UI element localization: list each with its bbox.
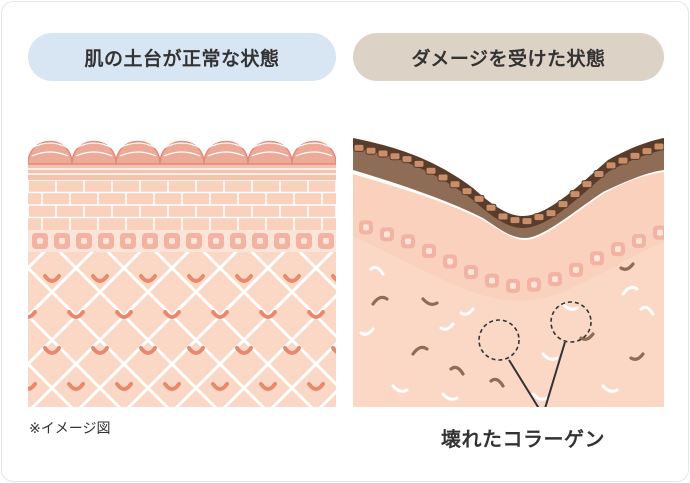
collagen-fiber-icon — [391, 384, 409, 393]
damaged-state-label: ダメージを受けた状態 — [353, 33, 664, 81]
collagen-fiber-icon — [139, 274, 157, 283]
broken-collagen-label: 壊れたコラーゲン — [441, 427, 605, 451]
collagen-fiber-icon — [421, 297, 439, 306]
horny-cell — [653, 142, 664, 151]
collagen-fiber-icon — [283, 274, 301, 283]
collagen-fiber-icon — [211, 382, 229, 391]
collagen-fiber-icon — [235, 346, 253, 355]
collagen-fiber-icon — [43, 346, 61, 355]
horny-cell — [28, 140, 73, 165]
collagen-fiber-icon — [629, 352, 645, 361]
horny-cell — [401, 155, 413, 164]
collagen-fiber-icon — [91, 274, 109, 283]
horny-cell — [449, 180, 461, 189]
collagen-fiber-icon — [579, 332, 595, 341]
horny-cell — [605, 161, 617, 170]
damaged-skin-illustration — [353, 124, 664, 407]
callout-line — [544, 341, 566, 407]
collagen-fiber-icon — [449, 365, 465, 376]
horny-cell — [509, 216, 521, 225]
horny-cell — [425, 166, 437, 175]
collagen-fiber-icon — [307, 310, 325, 319]
horny-cell — [533, 213, 545, 222]
collagen-fiber-icon — [115, 382, 133, 391]
collagen-fiber-icon — [115, 310, 133, 319]
horny-cell — [115, 140, 161, 165]
collagen-fiber-icon — [371, 295, 389, 306]
collagen-fiber-icon — [541, 352, 559, 361]
collagen-fiber-icon — [187, 274, 205, 283]
collagen-fiber-icon — [67, 310, 85, 319]
collagen-fiber-icon — [619, 262, 635, 271]
horny-cell — [71, 140, 117, 165]
horny-cell — [497, 212, 509, 221]
normal-skin-illustration — [28, 124, 336, 407]
horny-cell — [569, 190, 581, 199]
horny-cell — [353, 143, 365, 152]
horny-cell — [291, 140, 336, 165]
collagen-fiber-icon — [139, 346, 157, 355]
collagen-fiber-icon — [639, 305, 655, 316]
collagen-fiber-icon — [28, 382, 37, 391]
collagen-fiber-icon — [489, 377, 505, 388]
collagen-fiber-icon — [67, 382, 85, 391]
horny-cell — [485, 203, 497, 212]
dashed-circle-icon — [478, 319, 520, 361]
collagen-fiber-icon — [359, 327, 375, 336]
horny-cell — [629, 151, 641, 160]
collagen-fiber-icon — [187, 346, 205, 355]
horny-cell — [377, 149, 389, 158]
collagen-fiber-icon — [621, 285, 639, 296]
horny-cell — [521, 217, 533, 226]
collagen-fiber-icon — [163, 310, 181, 319]
collagen-fiber-icon — [441, 392, 459, 401]
horny-cell — [641, 147, 653, 156]
horny-cell — [545, 209, 557, 218]
collagen-fiber-icon — [211, 310, 229, 319]
collagen-fiber-icon — [561, 302, 579, 311]
collagen-fiber-icon — [235, 274, 253, 283]
damaged-epidermis — [353, 172, 664, 301]
horny-cell — [203, 140, 249, 165]
collagen-fiber-icon — [259, 310, 277, 319]
collagen-fiber-icon — [91, 346, 109, 355]
collagen-fiber-icon — [43, 274, 61, 283]
horny-cell — [389, 152, 401, 161]
collagen-fiber-icon — [601, 384, 619, 393]
normal-state-label: 肌の土台が正常な状態 — [28, 33, 336, 81]
horny-cell — [593, 170, 605, 179]
horny-cell — [413, 159, 425, 168]
collagen-fiber-icon — [411, 345, 429, 356]
collagen-fiber-icon — [307, 382, 325, 391]
horny-cell — [437, 173, 449, 182]
dashed-circle-icon — [550, 301, 592, 343]
collagen-fiber-icon — [459, 307, 475, 316]
horny-cell — [473, 194, 485, 203]
horny-cell — [365, 146, 377, 155]
horny-cell — [159, 140, 205, 165]
horny-cell — [581, 180, 593, 189]
collagen-fiber-icon — [531, 392, 549, 401]
collagen-fiber-icon — [369, 265, 385, 276]
collagen-fiber-icon — [163, 382, 181, 391]
collagen-fiber-icon — [439, 322, 455, 331]
horny-cell — [617, 156, 629, 165]
collagen-fiber-icon — [28, 310, 37, 319]
horny-cell — [557, 200, 569, 209]
horny-cell — [461, 187, 473, 196]
collagen-fiber-icon — [331, 274, 336, 282]
callout-line — [508, 359, 540, 407]
horny-cell — [247, 140, 293, 165]
collagen-fiber-icon — [331, 346, 336, 354]
image-note: ※イメージ図 — [29, 421, 111, 437]
collagen-fiber-icon — [259, 382, 277, 391]
collagen-fiber-icon — [283, 346, 301, 355]
